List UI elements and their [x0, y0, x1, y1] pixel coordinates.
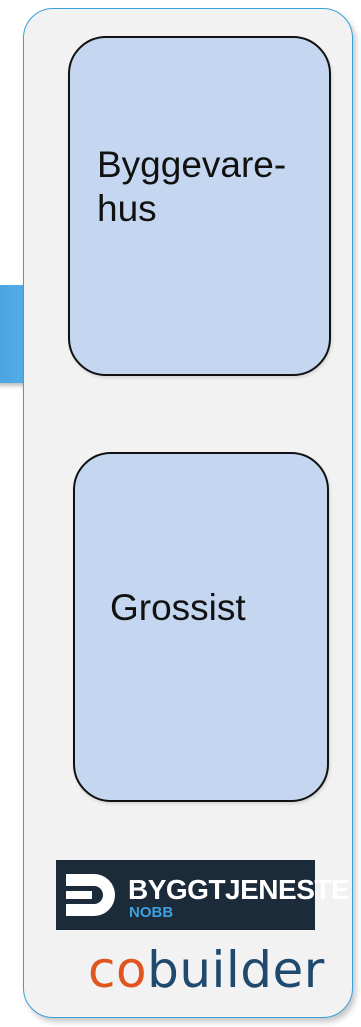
cobuilder-prefix: co	[88, 941, 148, 999]
card-byggevarehus: Byggevare- hus	[68, 36, 331, 376]
card-byggevarehus-label: Byggevare- hus	[97, 144, 287, 229]
cobuilder-rest: builder	[147, 941, 325, 999]
card-grossist-label: Grossist	[110, 587, 246, 628]
byggtjeneste-sub: NOBB	[129, 904, 174, 921]
card-grossist: Grossist	[73, 452, 329, 802]
byggtjeneste-logo: BYGGTJENESTE NOBB	[56, 860, 350, 930]
cobuilder-logo: cobuilder	[88, 945, 325, 995]
byggtjeneste-name: BYGGTJENESTE	[128, 874, 350, 905]
byggtjeneste-mark-icon	[66, 874, 115, 916]
